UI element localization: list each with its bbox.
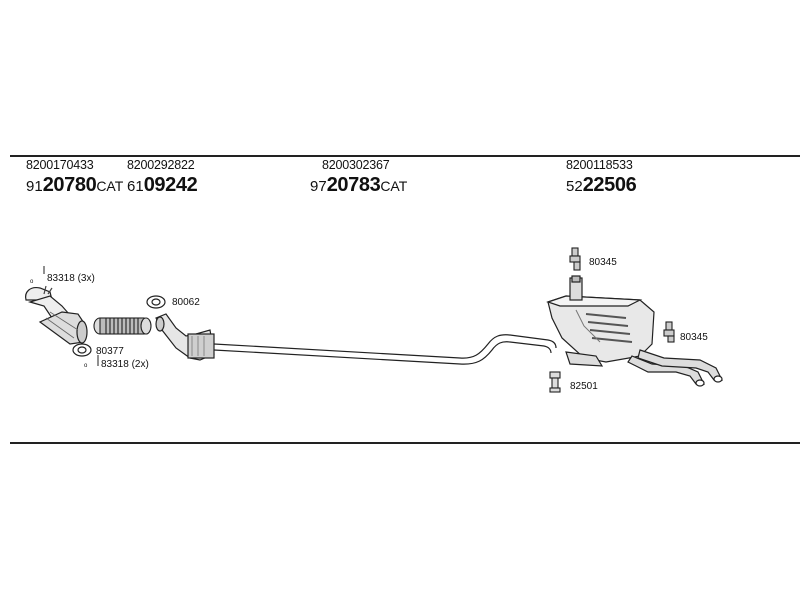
oem-number: 8200292822 <box>127 158 195 172</box>
oem-number: 8200170433 <box>26 158 94 172</box>
callout-80062: 80062 <box>172 297 200 308</box>
callout-83318-2x: 83318 (2x) <box>101 359 149 370</box>
gasket-80062-illustration <box>146 295 166 309</box>
rubber-mount-right-illustration <box>663 321 675 343</box>
callout-bullet: o <box>84 363 88 369</box>
callout-82501: 82501 <box>570 381 598 392</box>
flex-pipe-illustration <box>93 317 152 335</box>
gasket-80377-illustration <box>72 343 92 357</box>
front-catalytic-converter-illustration <box>25 285 88 345</box>
top-divider <box>10 155 800 157</box>
oem-number: 8200302367 <box>322 158 390 172</box>
part-code: 5222506 <box>566 174 637 196</box>
part-header-catalytic-front: 8200170433 9120780CAT <box>26 158 123 200</box>
callout-80345-right: 80345 <box>680 332 708 343</box>
part-code: 6109242 <box>127 174 198 196</box>
part-code: 9720783CAT <box>310 174 408 196</box>
callout-80377: 80377 <box>96 346 124 357</box>
part-header-rear-muffler: 8200118533 5222506 <box>566 158 637 200</box>
part-code: 9120780CAT <box>26 174 124 196</box>
part-header-catalytic-middle: 8200302367 9720783CAT <box>310 158 407 200</box>
middle-catalytic-converter-illustration <box>155 313 215 361</box>
callout-80345-top: 80345 <box>589 257 617 268</box>
bottom-divider <box>10 442 800 444</box>
callout-bullet: o <box>30 279 34 285</box>
callout-leaders <box>43 266 99 366</box>
rubber-mount-top-illustration <box>569 247 581 271</box>
rear-muffler-illustration <box>546 275 723 387</box>
oem-number: 8200118533 <box>566 158 633 172</box>
clamp-82501-illustration <box>549 371 561 393</box>
intermediate-pipe-illustration <box>213 334 557 365</box>
callout-83318-3x: 83318 (3x) <box>47 273 95 284</box>
part-header-flex-pipe: 8200292822 6109242 <box>127 158 198 200</box>
